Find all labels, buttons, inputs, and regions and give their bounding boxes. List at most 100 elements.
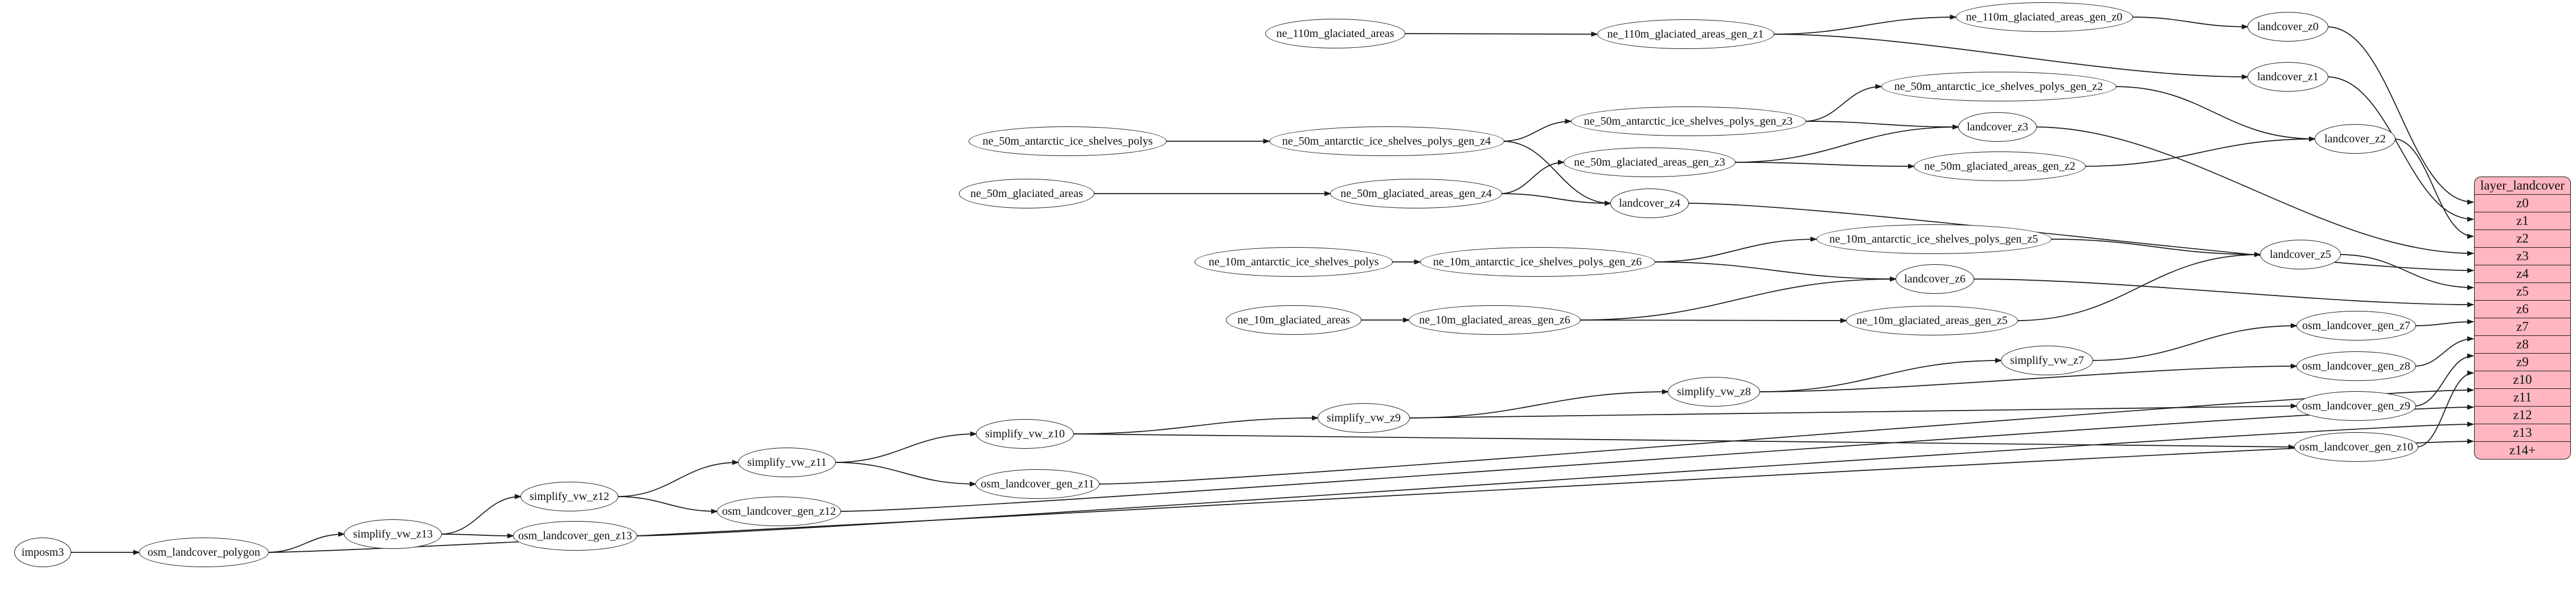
edge-ne_10m_glaciated_areas_gen_z6-to-ne_10m_glaciated_areas_gen_z5 <box>1578 318 1847 323</box>
edge-osm_landcover_gen_z12-to-layer_landcover.z12 <box>839 404 2474 512</box>
node-label: simplify_vw_z12 <box>530 490 609 503</box>
node-label: landcover_z5 <box>2270 248 2331 261</box>
node-label: ne_50m_glaciated_areas_gen_z2 <box>1924 159 2075 173</box>
table-row-z9: z9 <box>2475 354 2570 371</box>
node-label: osm_landcover_gen_z9 <box>2302 399 2410 412</box>
edge-simplify_vw_z10-to-osm_landcover_gen_z10 <box>1072 433 2295 450</box>
edge-simplify_vw_z13-to-osm_landcover_gen_z13 <box>440 533 514 539</box>
node-label: ne_110m_glaciated_areas_gen_z0 <box>1966 10 2123 23</box>
edge-simplify_vw_z7-to-osm_landcover_gen_z7 <box>2091 323 2298 361</box>
edge-landcover_z6-to-layer_landcover.z6 <box>1972 278 2474 307</box>
node-label: ne_110m_glaciated_areas_gen_z1 <box>1607 27 1764 40</box>
node-label: landcover_z4 <box>1619 196 1680 210</box>
node-ne-50m-glaciated-areas-gen-z4: ne_50m_glaciated_areas_gen_z4 <box>1330 179 1502 208</box>
edge-landcover_z0-to-layer_landcover.z0 <box>2326 26 2474 205</box>
node-ne-110m-glaciated-areas-gen-z1: ne_110m_glaciated_areas_gen_z1 <box>1597 19 1774 49</box>
node-osm-landcover-gen-z8: osm_landcover_gen_z8 <box>2296 351 2416 381</box>
node-label: simplify_vw_z13 <box>353 527 433 540</box>
node-label: osm_landcover_gen_z11 <box>981 477 1094 490</box>
edge-simplify_vw_z9-to-simplify_vw_z8 <box>1408 389 1669 419</box>
node-ne-10m-antarctic-ice-shelves-polys-gen-z5: ne_10m_antarctic_ice_shelves_polys_gen_z… <box>1816 224 2052 254</box>
edge-simplify_vw_z11-to-simplify_vw_z10 <box>834 431 977 463</box>
edge-osm_landcover_gen_z10-to-layer_landcover.z10 <box>2416 370 2474 448</box>
node-osm-landcover-gen-z11: osm_landcover_gen_z11 <box>975 469 1100 499</box>
edge-ne_50m_antarctic_ice_shelves_polys_gen_z3-to-landcover_z3 <box>1804 121 1959 130</box>
table-row-z6: z6 <box>2475 301 2570 318</box>
node-landcover-z1: landcover_z1 <box>2247 62 2328 92</box>
edge-ne_50m_antarctic_ice_shelves_polys_gen_z2-to-landcover_z2 <box>2114 86 2316 142</box>
edge-ne_10m_antarctic_ice_shelves_polys_gen_z6-to-landcover_z6 <box>1653 261 1897 282</box>
edge-ne_50m_glaciated_areas_gen_z2-to-landcover_z2 <box>2083 136 2316 167</box>
edge-ne_10m_antarctic_ice_shelves_polys_gen_z5-to-landcover_z5 <box>2049 239 2261 257</box>
edge-simplify_vw_z8-to-simplify_vw_z7 <box>1758 358 2002 392</box>
node-osm-landcover-gen-z9: osm_landcover_gen_z9 <box>2296 391 2416 421</box>
node-ne-50m-glaciated-areas-gen-z2: ne_50m_glaciated_areas_gen_z2 <box>1914 151 2086 181</box>
node-ne-110m-glaciated-areas: ne_110m_glaciated_areas <box>1265 19 1405 48</box>
edge-landcover_z4-to-layer_landcover.z4 <box>1687 203 2474 273</box>
node-ne-10m-antarctic-ice-shelves-polys: ne_10m_antarctic_ice_shelves_polys <box>1195 247 1393 277</box>
edge-simplify_vw_z13-to-simplify_vw_z12 <box>440 494 522 535</box>
node-label: ne_50m_antarctic_ice_shelves_polys_gen_z… <box>1584 114 1793 128</box>
node-osm-landcover-gen-z10: osm_landcover_gen_z10 <box>2294 432 2418 462</box>
edge-simplify_vw_z8-to-osm_landcover_gen_z8 <box>1758 363 2298 392</box>
node-label: ne_10m_glaciated_areas <box>1237 313 1350 326</box>
node-label: landcover_z1 <box>2257 70 2319 83</box>
edge-osm_landcover_gen_z9-to-layer_landcover.z9 <box>2414 353 2474 407</box>
edge-ne_50m_glaciated_areas_gen_z4-to-landcover_z4 <box>1500 193 1611 206</box>
node-osm-landcover-polygon: osm_landcover_polygon <box>139 538 269 567</box>
node-simplify-vw-z8: simplify_vw_z8 <box>1668 377 1760 407</box>
edge-simplify_vw_z9-to-osm_landcover_gen_z9 <box>1408 403 2298 419</box>
edge-ne_110m_glaciated_areas_gen_z0-to-landcover_z0 <box>2131 17 2249 30</box>
table-row-z13: z13 <box>2475 424 2570 442</box>
node-label: imposm3 <box>21 546 64 559</box>
edge-osm_landcover_gen_z7-to-layer_landcover.z7 <box>2414 319 2474 326</box>
edge-simplify_vw_z12-to-osm_landcover_gen_z12 <box>616 496 718 514</box>
edge-ne_110m_glaciated_areas_gen_z1-to-ne_110m_glaciated_areas_gen_z0 <box>1772 14 1957 35</box>
node-label: ne_50m_antarctic_ice_shelves_polys_gen_z… <box>1894 80 2103 93</box>
table-row-z4: z4 <box>2475 265 2570 283</box>
edge-landcover_z2-to-layer_landcover.z2 <box>2393 138 2474 239</box>
edge-ne_10m_glaciated_areas_gen_z6-to-landcover_z6 <box>1578 276 1897 321</box>
edge-landcover_z3-to-layer_landcover.z3 <box>2034 126 2474 256</box>
node-label: simplify_vw_z11 <box>747 456 827 469</box>
node-ne-50m-glaciated-areas-gen-z3: ne_50m_glaciated_areas_gen_z3 <box>1564 147 1736 177</box>
node-ne-50m-antarctic-ice-shelves-polys: ne_50m_antarctic_ice_shelves_polys <box>969 126 1167 156</box>
node-osm-landcover-gen-z7: osm_landcover_gen_z7 <box>2296 311 2416 341</box>
edge-simplify_vw_z12-to-simplify_vw_z11 <box>616 460 739 497</box>
table-header: layer_landcover <box>2475 177 2570 195</box>
node-label: ne_10m_antarctic_ice_shelves_polys <box>1208 255 1379 268</box>
edge-osm_landcover_polygon-to-simplify_vw_z13 <box>266 531 345 553</box>
node-label: ne_10m_antarctic_ice_shelves_polys_gen_z… <box>1829 232 2038 245</box>
node-label: osm_landcover_gen_z10 <box>2299 440 2413 453</box>
node-label: osm_landcover_gen_z13 <box>518 529 632 542</box>
node-landcover-z3: landcover_z3 <box>1958 112 2037 142</box>
node-ne-50m-antarctic-ice-shelves-polys-gen-z4: ne_50m_antarctic_ice_shelves_polys_gen_z… <box>1269 126 1504 156</box>
edge-ne_10m_antarctic_ice_shelves_polys_gen_z6-to-ne_10m_antarctic_ice_shelves_polys_gen_z5 <box>1653 236 1818 263</box>
node-label: simplify_vw_z7 <box>2010 354 2084 367</box>
edge-ne_110m_glaciated_areas_gen_z1-to-landcover_z1 <box>1772 34 2249 80</box>
table-row-z3: z3 <box>2475 248 2570 265</box>
node-label: simplify_vw_z8 <box>1677 385 1751 398</box>
node-simplify-vw-z11: simplify_vw_z11 <box>738 448 836 477</box>
node-label: ne_50m_glaciated_areas_gen_z4 <box>1340 187 1492 200</box>
edge-ne_50m_antarctic_ice_shelves_polys_gen_z4-to-ne_50m_antarctic_ice_shelves_polys_gen_z3 <box>1502 118 1572 142</box>
edge-simplify_vw_z11-to-osm_landcover_gen_z11 <box>834 462 977 487</box>
node-imposm3: imposm3 <box>14 538 71 567</box>
edge-osm_landcover_gen_z13-to-layer_landcover.z13 <box>635 421 2474 536</box>
node-ne-50m-glaciated-areas: ne_50m_glaciated_areas <box>959 179 1094 208</box>
node-label: ne_10m_glaciated_areas_gen_z5 <box>1856 314 2008 327</box>
table-row-z1: z1 <box>2475 212 2570 230</box>
table-row-z7: z7 <box>2475 318 2570 336</box>
node-label: ne_50m_antarctic_ice_shelves_polys <box>982 134 1153 147</box>
node-osm-landcover-gen-z12: osm_landcover_gen_z12 <box>717 497 841 526</box>
node-label: landcover_z3 <box>1967 120 2028 133</box>
edge-landcover_z1-to-layer_landcover.z1 <box>2326 76 2474 222</box>
edge-simplify_vw_z10-to-simplify_vw_z9 <box>1072 415 1319 434</box>
node-label: osm_landcover_gen_z7 <box>2302 319 2410 332</box>
node-landcover-z6: landcover_z6 <box>1896 264 1974 294</box>
edge-ne_50m_antarctic_ice_shelves_polys_gen_z3-to-ne_50m_antarctic_ice_shelves_polys_gen_z2 <box>1804 84 1882 122</box>
edge-osm_landcover_gen_z8-to-layer_landcover.z8 <box>2414 336 2474 367</box>
node-landcover-z4: landcover_z4 <box>1610 188 1689 218</box>
table-row-z0: z0 <box>2475 195 2570 212</box>
